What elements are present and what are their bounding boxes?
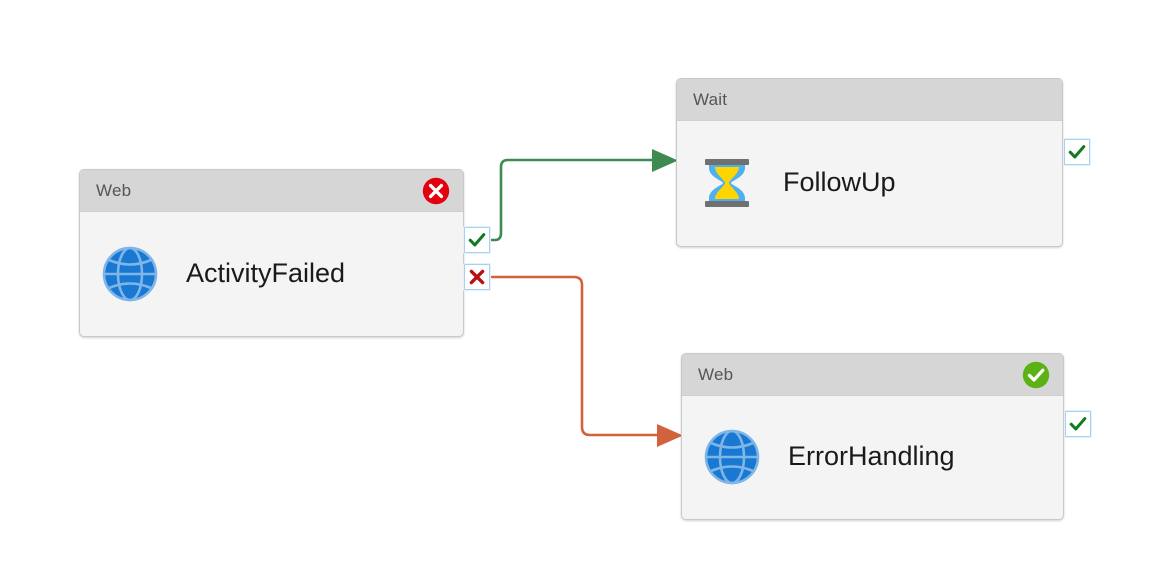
node-header-activityfailed: Web <box>80 170 463 212</box>
node-header-title: Wait <box>693 90 728 109</box>
node-label: FollowUp <box>783 167 896 198</box>
check-icon <box>1069 417 1087 431</box>
output-handle-failure-activityfailed[interactable] <box>464 264 490 290</box>
output-handle-success-errorhandling[interactable] <box>1065 411 1091 437</box>
node-followup[interactable]: Wait FollowUp <box>676 78 1063 247</box>
connector-activityfailed-success-to-followup <box>489 149 678 242</box>
node-body-followup: FollowUp <box>677 121 1062 245</box>
node-errorhandling[interactable]: Web <box>681 353 1064 520</box>
node-label: ActivityFailed <box>186 257 346 288</box>
node-body-errorhandling: ErrorHandling <box>682 396 1063 518</box>
success-circle-icon <box>1021 360 1051 390</box>
output-handle-success-followup[interactable] <box>1064 139 1090 165</box>
connector-activityfailed-failure-to-errorhandling <box>489 275 683 447</box>
arrowhead-failure <box>657 424 683 447</box>
check-icon <box>1068 145 1086 159</box>
globe-icon <box>100 244 160 304</box>
node-label: ErrorHandling <box>788 441 955 472</box>
node-body-activityfailed: ActivityFailed <box>80 212 463 335</box>
output-handle-success-activityfailed[interactable] <box>464 227 490 253</box>
node-header-followup: Wait <box>677 79 1062 121</box>
cross-icon <box>469 269 485 285</box>
node-header-title: Web <box>698 365 734 384</box>
globe-icon <box>702 427 762 487</box>
node-header-errorhandling: Web <box>682 354 1063 396</box>
check-icon <box>468 233 486 247</box>
node-header-title: Web <box>96 181 132 200</box>
node-activityfailed[interactable]: Web <box>79 169 464 337</box>
error-circle-icon <box>421 176 451 206</box>
hourglass-icon <box>697 153 757 213</box>
arrowhead-success <box>652 149 678 172</box>
